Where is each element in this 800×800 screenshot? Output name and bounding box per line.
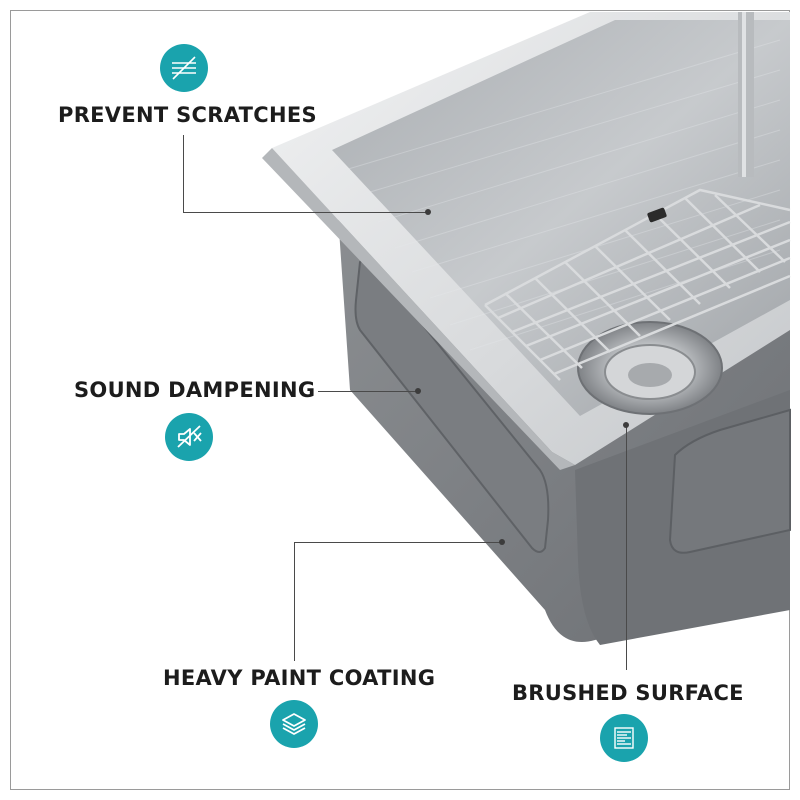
pointer-dot-prevent-scratches — [425, 209, 431, 215]
layers-icon — [282, 713, 306, 735]
speaker-mute-icon — [177, 425, 202, 448]
pointer-dot-heavy-paint-coating — [499, 539, 505, 545]
leader-heavy-paint-coating — [294, 542, 503, 661]
sink-bowl — [332, 20, 790, 416]
sound-dampening-label: SOUND DAMPENING — [74, 378, 316, 402]
brushed-surface-label: BRUSHED SURFACE — [512, 681, 744, 705]
prevent-scratches-label: PREVENT SCRATCHES — [58, 103, 317, 127]
sound-pad-right — [668, 408, 791, 554]
pointer-dot-sound-dampening — [415, 388, 421, 394]
leader-prevent-scratches — [183, 135, 429, 213]
brushed-lines-icon — [614, 727, 634, 749]
scratch-cross-icon — [172, 56, 196, 80]
sound-dampening-badge — [165, 413, 213, 461]
pointer-dot-brushed-surface — [623, 422, 629, 428]
prevent-scratches-badge — [160, 44, 208, 92]
heavy-paint-coating-label: HEAVY PAINT COATING — [163, 666, 436, 690]
heavy-paint-coating-badge — [270, 700, 318, 748]
leader-brushed-surface — [626, 426, 627, 670]
brushed-surface-badge — [600, 714, 648, 762]
bottom-grid — [484, 188, 791, 381]
leader-sound-dampening — [318, 391, 418, 392]
